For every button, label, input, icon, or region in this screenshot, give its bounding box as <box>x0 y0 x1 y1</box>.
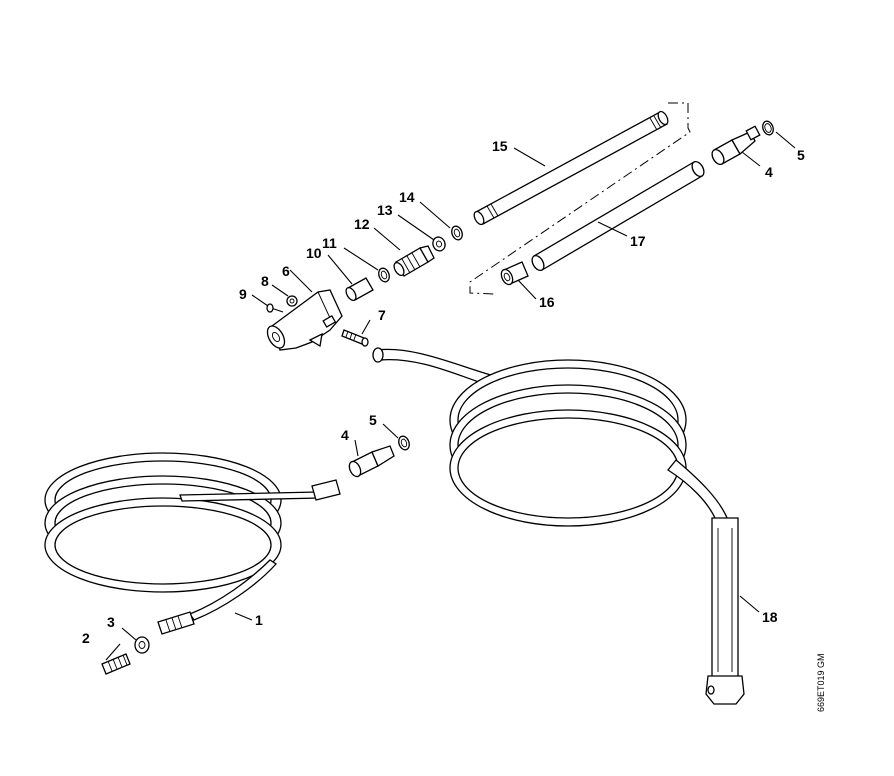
callout-15: 15 <box>492 138 508 154</box>
part-16-sleeve <box>500 261 529 286</box>
callout-7: 7 <box>378 307 386 323</box>
callout-1: 1 <box>255 612 263 628</box>
part-12-nozzle-holder <box>393 245 435 277</box>
callout-16: 16 <box>539 294 555 310</box>
part-4-coupling-lower <box>348 445 395 478</box>
part-17-tube <box>531 160 705 272</box>
part-8-nut <box>286 295 298 307</box>
callout-12: 12 <box>354 216 370 232</box>
callout-5-top: 5 <box>797 147 805 163</box>
part-5-oring-lower <box>398 435 410 451</box>
callout-10: 10 <box>306 245 322 261</box>
part-18-sewer-hose <box>372 347 745 705</box>
part-6-nozzle-body <box>266 289 343 351</box>
part-3-nut <box>134 636 150 654</box>
part-1-hp-hose <box>44 452 341 635</box>
callout-18: 18 <box>762 609 778 625</box>
callout-17: 17 <box>630 233 646 249</box>
callout-5-lower: 5 <box>369 412 377 428</box>
callout-14: 14 <box>399 189 415 205</box>
callout-3: 3 <box>107 614 115 630</box>
part-2-spring <box>101 653 131 675</box>
callout-6: 6 <box>282 263 290 279</box>
part-13-nut <box>432 236 446 252</box>
callout-11: 11 <box>322 235 337 251</box>
part-4-coupling-top <box>711 125 761 166</box>
callout-4-top: 4 <box>765 164 773 180</box>
callouts: 1 2 3 4 4 5 5 6 7 8 9 10 11 12 13 14 15 … <box>82 138 805 646</box>
part-7-screw <box>341 329 369 347</box>
part-15-threaded-tube <box>473 110 669 226</box>
part-5-oring-top <box>762 120 774 136</box>
callout-4-lower: 4 <box>341 427 349 443</box>
part-14-washer <box>451 225 463 241</box>
drawing-code: 669ET019 GM <box>816 653 826 712</box>
part-9-screw <box>266 303 284 313</box>
assembly-bracket <box>469 102 691 295</box>
callout-2: 2 <box>82 630 90 646</box>
leader-lines <box>105 131 796 661</box>
callout-8: 8 <box>261 273 269 289</box>
callout-13: 13 <box>377 202 393 218</box>
part-10-nozzle <box>345 277 374 302</box>
part-11-oring <box>378 267 390 283</box>
callout-9: 9 <box>239 286 247 302</box>
